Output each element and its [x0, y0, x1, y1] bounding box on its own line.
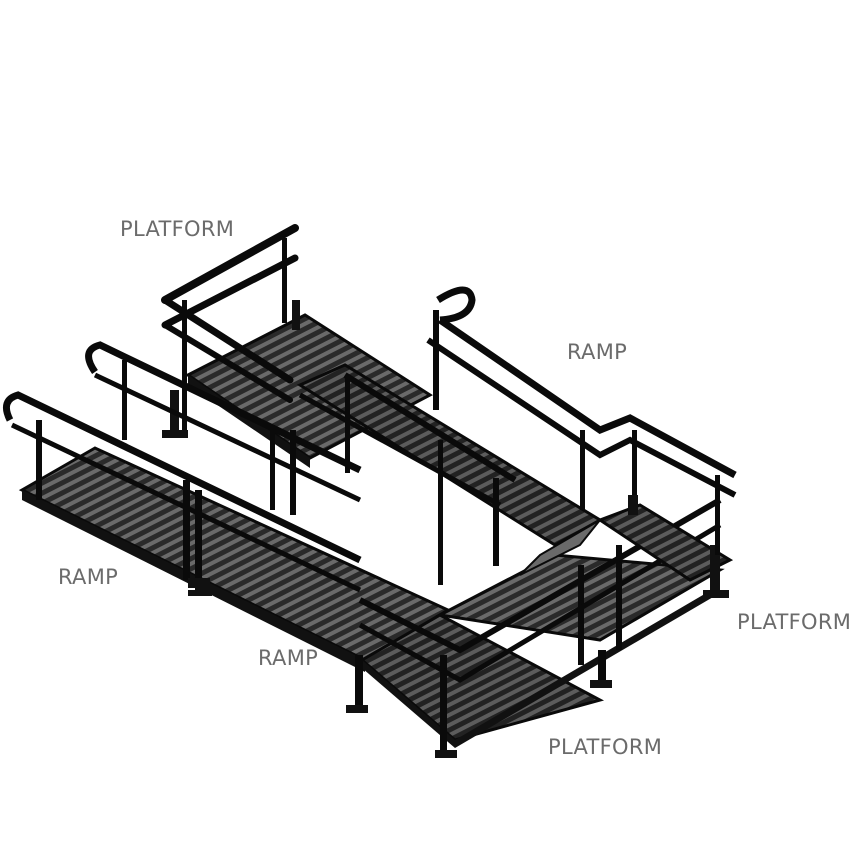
platform-bottom [346, 497, 725, 758]
label-ramp-left: RAMP [58, 565, 119, 589]
label-ramp-center: RAMP [258, 646, 319, 670]
label-platform-bottom: PLATFORM [548, 735, 663, 759]
label-ramp-top-right: RAMP [567, 340, 628, 364]
ramp-left [2, 341, 452, 672]
label-platform-top-left: PLATFORM [120, 217, 235, 241]
label-platform-right: PLATFORM [737, 610, 852, 634]
platform-right [596, 430, 734, 598]
